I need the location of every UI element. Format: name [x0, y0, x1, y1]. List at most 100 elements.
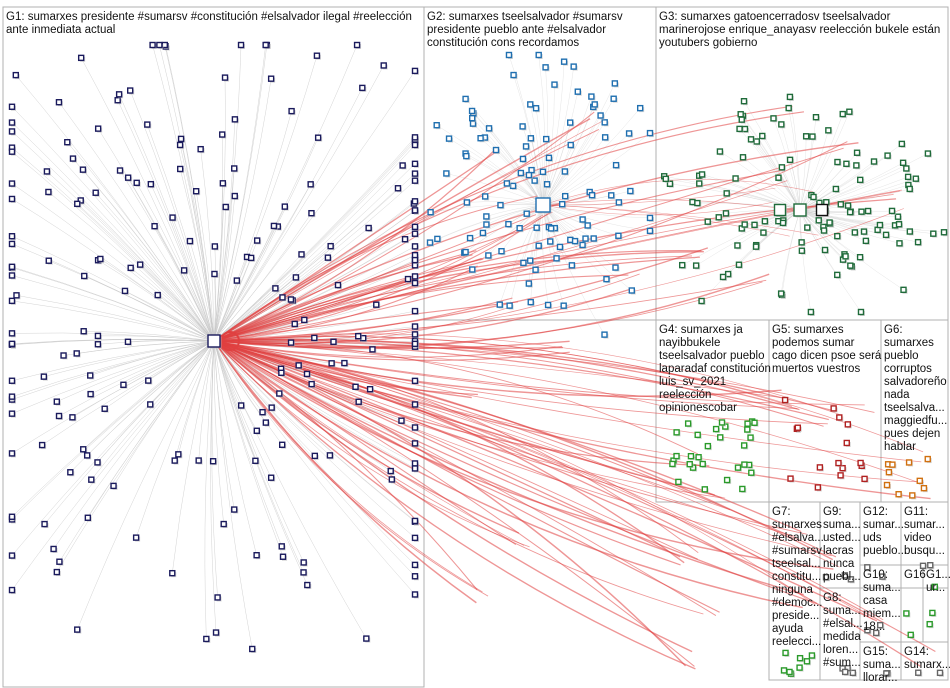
node-icon [466, 234, 475, 243]
node-icon [80, 446, 88, 454]
node-icon [734, 242, 742, 250]
node-icon [270, 222, 278, 230]
node-icon [927, 562, 935, 570]
node-icon [287, 296, 295, 304]
node-icon [110, 482, 118, 490]
node-icon [519, 155, 527, 163]
node-icon [195, 457, 203, 465]
node-icon [8, 410, 16, 418]
node-icon [601, 119, 609, 127]
edge-red [213, 279, 767, 342]
node-icon [92, 189, 100, 197]
edge-red [213, 211, 552, 342]
edge-gray [43, 340, 215, 377]
node-icon [739, 485, 747, 493]
node-icon [219, 131, 227, 139]
edge-red [213, 105, 793, 342]
node-icon [525, 171, 533, 180]
node-icon [899, 159, 908, 167]
node-icon [330, 338, 338, 346]
node-icon [694, 431, 702, 439]
node-icon [313, 52, 321, 60]
group-label-layer: G1: sumarxes presidente #sumarsv #consti… [6, 11, 950, 684]
node-icon [8, 586, 16, 595]
group-label-line: sumarxes [772, 519, 822, 531]
edge-gray [472, 118, 544, 206]
node-icon [127, 87, 135, 95]
node-icon [582, 235, 590, 243]
node-icon [411, 440, 419, 448]
node-icon [8, 552, 16, 560]
edge-gray [84, 275, 215, 342]
edge-gray [11, 266, 215, 342]
group-label-line: suma... [823, 605, 861, 617]
node-icon [363, 635, 371, 643]
group-label-line: suma... [823, 519, 861, 531]
edge-gray [699, 175, 801, 211]
edge-gray [446, 173, 544, 206]
edge-gray [95, 192, 215, 342]
edge-red [213, 338, 835, 412]
edge-red [213, 340, 884, 621]
node-icon [124, 338, 132, 346]
node-icon [719, 273, 728, 281]
node-icon [341, 359, 349, 368]
group-label-line: opinionescobar [659, 402, 737, 414]
node-icon [326, 452, 334, 460]
group-label-line: G10: [863, 569, 888, 581]
node-icon [740, 442, 749, 450]
node-icon [279, 294, 287, 302]
node-icon [786, 93, 794, 101]
node-icon [8, 180, 16, 188]
edge-red [213, 301, 519, 342]
node-icon [13, 292, 21, 300]
node-icon [8, 103, 16, 111]
node-icon [67, 469, 75, 477]
node-icon [485, 252, 493, 260]
node-icon [483, 221, 491, 229]
group-label-g17: G1...ur... [926, 569, 950, 594]
node-icon [231, 506, 239, 514]
edge-gray [124, 290, 215, 342]
edge-gray [172, 340, 215, 574]
edge-gray [430, 204, 544, 213]
node-icon [352, 383, 360, 391]
node-icon [662, 175, 670, 183]
edge-red [213, 255, 693, 342]
edge-gray [11, 340, 215, 381]
node-icon [203, 635, 211, 643]
node-icon [463, 199, 471, 207]
node-icon [885, 469, 893, 477]
node-icon [116, 167, 125, 175]
node-icon [287, 339, 296, 347]
node-icon [883, 481, 892, 490]
node-icon [793, 203, 808, 218]
node-icon [567, 119, 575, 127]
edge-red [213, 256, 700, 342]
group-label-line: pues dejen [884, 428, 940, 440]
edge-red [213, 340, 834, 561]
edge-red [542, 187, 776, 206]
group-label-line: G12: [863, 506, 888, 518]
node-icon [903, 610, 911, 618]
node-icon [522, 143, 531, 151]
group-label-line: G7: [772, 506, 791, 518]
node-icon [211, 243, 219, 251]
node-icon [716, 148, 724, 156]
node-icon [211, 270, 219, 278]
node-icon [567, 141, 575, 150]
group-label-line: salvadoreño [884, 376, 947, 388]
node-icon [579, 216, 587, 224]
edge-gray [535, 108, 544, 206]
edge-gray [56, 340, 215, 402]
group-label-line: llorar... [863, 672, 898, 684]
edge-red [213, 340, 520, 534]
node-icon [388, 476, 396, 484]
node-icon [233, 277, 241, 285]
node-icon [114, 97, 122, 105]
node-icon [145, 377, 153, 385]
node-icon [561, 168, 569, 176]
